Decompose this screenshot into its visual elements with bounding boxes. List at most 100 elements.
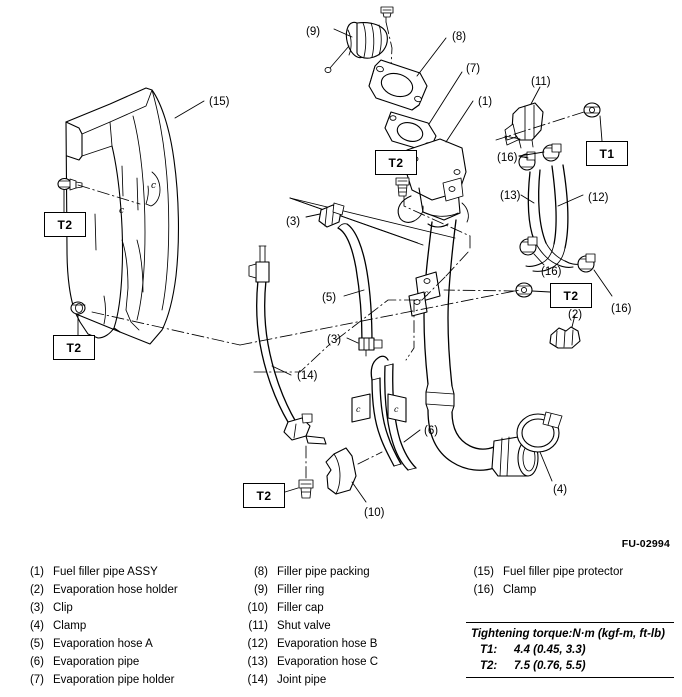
legend-item-number: (6) xyxy=(29,656,44,668)
torque-row-t2: T2: 7.5 (0.76, 5.5) xyxy=(466,658,674,674)
callout-16-b: (16) xyxy=(541,266,562,278)
part-evaporation-hose-a xyxy=(337,223,373,345)
legend-item-label: Clip xyxy=(53,602,73,614)
callout-8: (7) xyxy=(466,63,481,75)
part-joint-pipe xyxy=(248,245,327,445)
legend-item-number: (7) xyxy=(29,674,44,686)
part-fuel-filler-pipe-protector: c c xyxy=(65,87,179,345)
part-evaporation-hose-holder xyxy=(549,326,581,349)
callout-5: (5) xyxy=(322,292,337,304)
legend-item-number: (3) xyxy=(29,602,44,614)
legend-row: (16) Clamp xyxy=(458,581,682,599)
diagram-linework: .ln{fill:none;stroke:#000;stroke-width:1… xyxy=(57,6,613,503)
legend-row: (1)Fuel filler pipe ASSY xyxy=(8,563,233,581)
torque-key-t2: T2: xyxy=(480,660,498,672)
legend-row: (12) Evaporation hose B xyxy=(232,635,457,653)
torque-key-t1: T1: xyxy=(480,644,498,656)
figure-reference-code: FU-02994 xyxy=(621,538,670,550)
callout-12: (12) xyxy=(588,192,609,204)
torque-callout-t2-protector-upper: T2 xyxy=(44,212,86,237)
svg-text:c: c xyxy=(119,206,124,216)
callout-4: (4) xyxy=(553,484,568,496)
bolt-t2-joint-pipe xyxy=(298,479,314,499)
tightening-torque-table: Tightening torque:N·m (kgf-m, ft-lb) T1:… xyxy=(466,622,674,678)
legend-item-number: (16) xyxy=(473,584,494,596)
legend-item-label: Evaporation hose C xyxy=(277,656,379,668)
legend-row: (2) Evaporation hose holder xyxy=(8,581,233,599)
callout-1: (1) xyxy=(478,96,493,108)
legend-item-label: Fuel filler pipe protector xyxy=(503,566,624,578)
svg-text:c: c xyxy=(356,405,361,414)
legend-column-2: (8)Filler pipe packing (9) Filler ring (10)… xyxy=(232,563,457,689)
callout-9: (8) xyxy=(452,31,467,43)
legend-item-label: Clamp xyxy=(503,584,537,596)
torque-callout-t2-filler-neck: T2 xyxy=(375,150,417,175)
bolt-t2-filler-neck xyxy=(395,177,410,197)
torque-table-title: Tightening torque:N·m (kgf-m, ft-lb) xyxy=(471,628,665,640)
callout-10: (9) xyxy=(306,26,321,38)
legend-item-label: Evaporation hose B xyxy=(277,638,378,650)
bolt-t2-protector-upper xyxy=(57,177,83,191)
torque-value-t2: 7.5 (0.76, 5.5) xyxy=(514,660,586,672)
part-clamp-16-upper-b xyxy=(542,143,562,162)
legend-row: (14) Joint pipe xyxy=(232,671,457,689)
legend-item-number: (9) xyxy=(253,584,268,596)
legend-item-number: (14) xyxy=(247,674,268,686)
callout-6: (6) xyxy=(424,425,439,437)
part-evaporation-pipe-holder xyxy=(325,447,357,495)
part-filler-ring xyxy=(368,59,428,111)
callout-2: (2) xyxy=(568,309,583,321)
part-filler-cap xyxy=(324,21,388,74)
torque-callout-t2-joint-pipe: T2 xyxy=(243,483,285,508)
nut-t2-protector-lower xyxy=(70,301,86,315)
legend-item-number: (11) xyxy=(248,620,268,632)
callout-13: (13) xyxy=(500,190,521,202)
bolt-t1-shut-valve xyxy=(583,102,601,118)
legend-item-label: Evaporation pipe holder xyxy=(53,674,175,686)
svg-text:c: c xyxy=(424,289,429,298)
part-evaporation-hose-b xyxy=(525,164,569,272)
svg-text:c: c xyxy=(151,181,156,191)
legend-row: (13)Evaporation hose C xyxy=(232,653,457,671)
part-clamp-16-lower-b xyxy=(577,253,596,273)
legend-item-label: Filler ring xyxy=(277,584,325,596)
legend-row: (11) Shut valve xyxy=(232,617,457,635)
bolt-filler-ring xyxy=(380,6,394,23)
legend-row: (10)Filler cap xyxy=(232,599,457,617)
torque-value-t1: 4.4 (0.45, 3.3) xyxy=(514,644,586,656)
part-filler-pipe-packing xyxy=(384,111,437,153)
legend-item-label: Clamp xyxy=(53,620,87,632)
legend-item-number: (5) xyxy=(29,638,44,650)
legend-item-number: (12) xyxy=(247,638,268,650)
legend-item-number: (15) xyxy=(473,566,494,578)
legend-row: (9) Filler ring xyxy=(232,581,457,599)
legend-column-3: (15) Fuel filler pipe protector (16) Clamp xyxy=(458,563,682,599)
callout-15: (15) xyxy=(209,96,230,108)
legend-row: (4) Clamp xyxy=(8,617,233,635)
torque-callout-t2-protector-lower: T2 xyxy=(53,335,95,360)
legend-item-label: Evaporation pipe xyxy=(53,656,140,668)
legend-row: (5)Evaporation hose A xyxy=(8,635,233,653)
exploded-parts-diagram: .ln{fill:none;stroke:#000;stroke-width:1… xyxy=(44,6,632,519)
torque-row-t1: T1: 4.4 (0.45, 3.3) xyxy=(466,642,674,658)
legend-row: (8)Filler pipe packing xyxy=(232,563,457,581)
callout-16-c: (16) xyxy=(611,303,632,315)
legend-row: (7) Evaporation pipe holder xyxy=(8,671,233,689)
legend-item-number: (1) xyxy=(29,566,44,578)
nut-t2-pipe xyxy=(515,282,533,298)
legend-item-label: Shut valve xyxy=(277,620,331,632)
legend-item-number: (2) xyxy=(29,584,44,596)
legend-item-number: (8) xyxy=(253,566,268,578)
part-clip-3-lower xyxy=(358,337,383,357)
legend-item-label: Filler cap xyxy=(277,602,324,614)
legend-item-label: Evaporation hose holder xyxy=(53,584,178,596)
callout-16-a: (16) xyxy=(497,152,518,164)
callout-14: (14) xyxy=(297,370,318,382)
part-clip-3-upper xyxy=(318,202,345,228)
callout-11: (11) xyxy=(531,76,551,88)
callout-3-upper: (3) xyxy=(286,216,301,228)
legend-item-number: (4) xyxy=(29,620,44,632)
legend-row: (6) Evaporation pipe xyxy=(8,653,233,671)
callout-3-lower: (3) xyxy=(327,334,342,346)
legend-item-label: Joint pipe xyxy=(277,674,327,686)
